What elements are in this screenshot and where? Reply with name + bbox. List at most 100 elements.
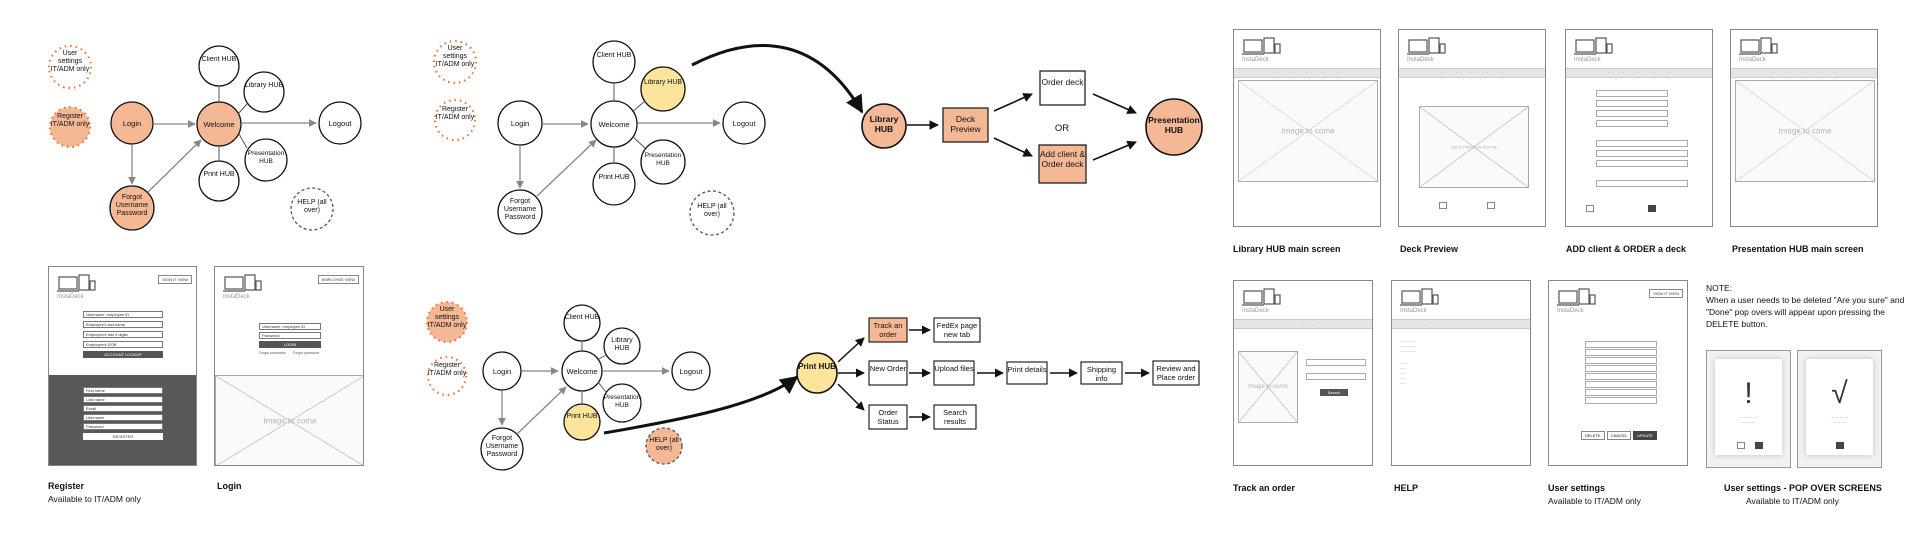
settings-row[interactable] xyxy=(1585,373,1657,380)
node-label: Logout xyxy=(680,367,704,376)
nav-bar: ····· xyxy=(1392,319,1530,329)
cancel-button[interactable]: CANCEL xyxy=(1607,431,1632,440)
node-label: Print details xyxy=(1007,365,1047,374)
form-row[interactable] xyxy=(1596,110,1668,117)
node-label: User settings IT/ADM only xyxy=(50,50,90,73)
password-field[interactable]: Password xyxy=(83,423,163,430)
search-button[interactable]: Search xyxy=(1320,389,1348,396)
node-label: HELP (all over) xyxy=(297,199,327,214)
image-placeholder-text: Image to come xyxy=(1778,126,1832,136)
form-row[interactable] xyxy=(1596,150,1688,157)
delete-button[interactable]: DELETE xyxy=(1581,431,1605,440)
email-field[interactable]: Email xyxy=(83,405,163,412)
form-row[interactable] xyxy=(1596,140,1688,147)
preview-button-1[interactable] xyxy=(1439,202,1447,209)
forgot-password-link[interactable]: Forgot password xyxy=(293,351,320,355)
sign-it-view-button[interactable]: SIGN IT VIEW xyxy=(1649,289,1683,298)
node-order-deck xyxy=(1039,70,1086,106)
device-logo-icon xyxy=(1400,288,1439,306)
device-logo-icon xyxy=(1242,37,1281,55)
tracking-field[interactable] xyxy=(1306,359,1366,366)
preview-label: DECK PREVIEW PDF file xyxy=(1450,144,1497,150)
node-user-settings xyxy=(47,44,93,90)
placeholder-cross-icon xyxy=(1736,81,1874,181)
node-upload-files xyxy=(933,360,975,386)
employee-view-button[interactable]: EMPLOYEE VIEW xyxy=(317,275,359,284)
form-button-1[interactable] xyxy=(1586,205,1594,212)
preview-button-2[interactable] xyxy=(1487,202,1495,209)
node-login xyxy=(482,351,522,391)
tracking-field[interactable] xyxy=(1306,373,1366,380)
device-logo-icon xyxy=(1557,288,1596,306)
register-caption: Register xyxy=(48,481,85,491)
help-caption: HELP xyxy=(1394,483,1419,493)
logo-text: InstaDeck xyxy=(1574,57,1601,63)
node-label: Login xyxy=(511,119,529,128)
username-field[interactable]: Username: employee ID xyxy=(259,323,321,330)
image-placeholder: Image to come xyxy=(215,375,363,465)
node-label: Review and Place order xyxy=(1156,364,1196,382)
settings-row[interactable] xyxy=(1585,365,1657,372)
node-label: Logout xyxy=(733,119,757,128)
account-lookup-button[interactable]: ACCOUNT LOOKUP xyxy=(83,351,163,358)
node-label: Forgot Username Password xyxy=(115,194,149,217)
first-name-field[interactable]: First name xyxy=(83,387,163,394)
register-button[interactable]: REGISTER xyxy=(83,433,163,440)
login-button[interactable]: LOGIN xyxy=(259,341,321,348)
form-row[interactable] xyxy=(1596,100,1668,107)
add-client-screen: InstaDeck ····· xyxy=(1565,29,1713,227)
last-name-field[interactable]: Last name xyxy=(83,396,163,403)
device-logo-icon xyxy=(1242,288,1281,306)
username-field[interactable]: Username xyxy=(83,414,163,421)
logo-text: InstaDeck xyxy=(1407,57,1434,63)
image-placeholder: Image to come xyxy=(1238,351,1298,423)
form-row[interactable] xyxy=(1596,180,1688,187)
note-title: NOTE: xyxy=(1706,283,1732,293)
update-button[interactable]: UPDATE xyxy=(1633,431,1657,440)
node-label: New Order xyxy=(869,364,907,373)
password-field[interactable]: Password xyxy=(259,332,321,339)
popover-done-button[interactable] xyxy=(1836,442,1844,449)
user-settings-sub: Available to IT/ADM only xyxy=(1548,496,1641,506)
popover-cancel-button[interactable] xyxy=(1737,442,1745,449)
nav-bar: ····· xyxy=(1234,319,1372,329)
node-library-hub xyxy=(603,327,641,365)
logo-text: InstaDeck xyxy=(1557,308,1584,314)
popover-confirm-button[interactable] xyxy=(1755,442,1763,449)
forgot-username-link[interactable]: Forgot username xyxy=(259,351,286,355)
settings-row[interactable] xyxy=(1585,381,1657,388)
logo-text: InstaDeck xyxy=(1400,308,1427,314)
nav-bar: ····· xyxy=(1731,68,1877,78)
settings-row[interactable] xyxy=(1585,389,1657,396)
user-settings-caption: User settings xyxy=(1548,483,1606,493)
node-label: User settings IT/ADM only xyxy=(427,306,467,329)
logo-text: InstaDeck xyxy=(1242,57,1269,63)
node-label: Add client & Order deck xyxy=(1039,149,1086,169)
settings-row[interactable] xyxy=(1585,341,1657,348)
device-logo-icon xyxy=(1739,37,1778,55)
form-row[interactable] xyxy=(1596,90,1668,97)
image-placeholder: Image to come xyxy=(1238,80,1378,182)
node-add-client xyxy=(1038,144,1087,184)
image-placeholder-text: Image to come xyxy=(1281,126,1335,136)
node-label: Order Status xyxy=(877,408,899,426)
sign-it-view-button[interactable]: SIGN IT VIEW xyxy=(158,275,192,284)
username-field[interactable]: Username: employee ID xyxy=(83,311,163,318)
settings-row[interactable] xyxy=(1585,397,1657,404)
nav-bar: ····· xyxy=(1566,68,1712,78)
node-print-details xyxy=(1006,361,1048,385)
last-digits-field[interactable]: Employee's last 4 digits xyxy=(83,331,163,338)
node-forgot xyxy=(497,189,543,235)
form-button-2[interactable] xyxy=(1648,205,1656,212)
form-row[interactable] xyxy=(1596,120,1668,127)
form-row[interactable] xyxy=(1596,160,1688,167)
node-login xyxy=(110,101,154,145)
node-presentation-hub xyxy=(244,138,288,182)
settings-row[interactable] xyxy=(1585,349,1657,356)
node-forgot xyxy=(480,427,524,471)
last-name-field[interactable]: Employee's last name xyxy=(83,321,163,328)
settings-row[interactable] xyxy=(1585,357,1657,364)
dob-field[interactable]: Employee's DOB xyxy=(83,341,163,348)
node-shipping-info xyxy=(1080,361,1123,385)
